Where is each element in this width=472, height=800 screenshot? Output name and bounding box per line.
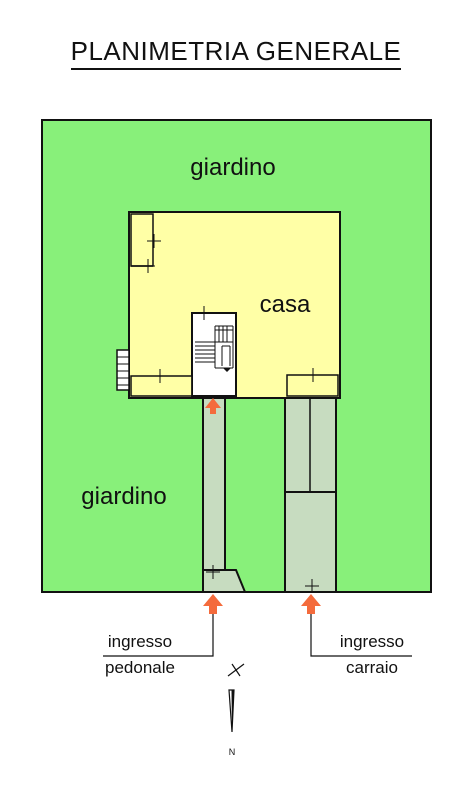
garden-label-bottom: giardino [81,483,166,510]
entrance-vehicle-label-1: ingresso [340,632,404,651]
stair-icon [195,325,234,372]
arrow-icon [203,594,223,614]
pedestrian-path [202,397,226,571]
arrow-icon [301,594,321,614]
entrance-pedestrian-label-1: ingresso [108,632,172,651]
house-room-topleft [130,213,154,267]
leader-line-vehicle [310,614,412,657]
garden-label-top: giardino [190,154,275,181]
house-label: casa [260,291,311,318]
north-arrow-icon [227,663,245,733]
entrance-pedestrian-label-2: pedonale [105,658,175,677]
driveway-lower [284,491,337,593]
plan-title: PLANIMETRIA GENERALE [0,36,472,70]
entrance-vehicle-label-2: carraio [346,658,398,677]
leader-line-pedestrian [103,614,214,657]
side-stair [116,349,130,391]
house-room-left [130,375,193,397]
north-label: N [229,747,236,757]
arrow-icon [205,398,221,414]
